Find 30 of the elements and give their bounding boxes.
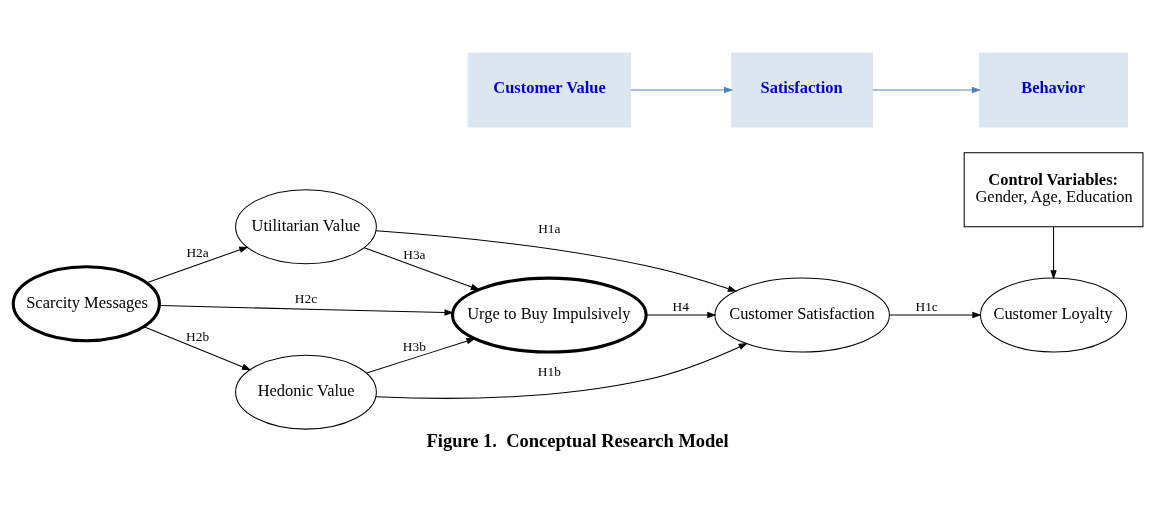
edge-label: H3b <box>402 339 426 355</box>
node-box: Behavior <box>979 52 1129 128</box>
arrow <box>872 86 982 94</box>
arrow <box>630 86 734 94</box>
node-box: Customer Value <box>467 52 631 128</box>
node-ellipse: Urge to Buy Impulsively <box>450 276 648 354</box>
arrow <box>888 311 982 319</box>
arrow <box>143 326 252 371</box>
node-ellipse: Scarcity Messages <box>11 265 161 343</box>
edge-label: H2a <box>186 244 209 260</box>
node-box: Control Variables: Gender, Age, Education <box>963 152 1144 228</box>
edge-label: H4 <box>672 299 689 315</box>
arrow <box>146 246 249 284</box>
edge-label: H1b <box>537 364 561 380</box>
edge-label: H1a <box>538 221 561 237</box>
edge-label: H1c <box>915 299 938 315</box>
node-ellipse: Customer Loyalty <box>980 277 1128 353</box>
edge-label: H2c <box>294 291 318 307</box>
arrow <box>159 305 454 316</box>
edge-label: H3a <box>403 246 426 262</box>
edge-label: H2b <box>186 329 210 345</box>
arrow <box>366 338 476 374</box>
arrow <box>375 230 738 292</box>
arrow <box>363 247 481 291</box>
arrow <box>375 342 748 399</box>
arrow <box>1050 226 1057 280</box>
arrow <box>646 311 717 319</box>
caption: Figure 1. Conceptual Research Model <box>426 431 729 451</box>
node-ellipse: Hedonic Value <box>235 354 377 430</box>
node-box: Satisfaction <box>731 52 874 128</box>
